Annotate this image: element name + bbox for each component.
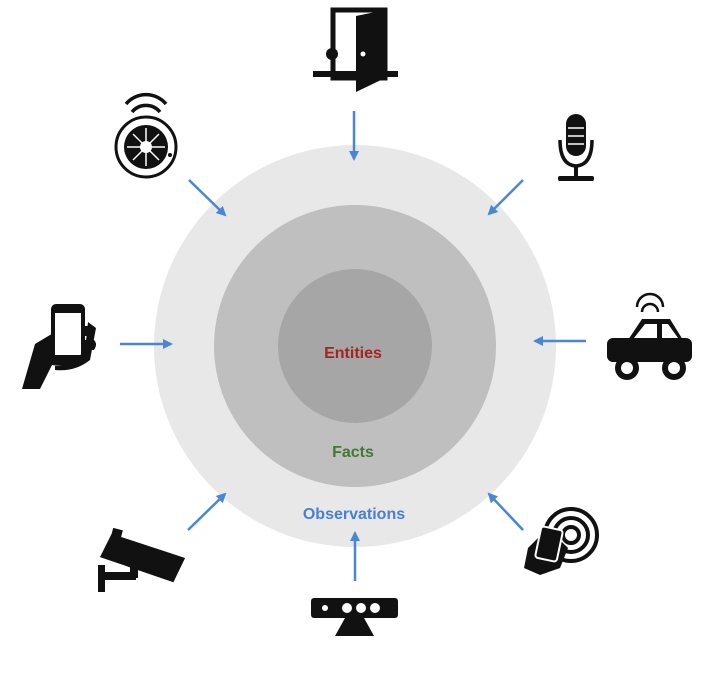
smartphone-in-hand-icon: [22, 304, 96, 389]
observations-label: Observations: [303, 506, 405, 523]
arrow-camera: [187, 492, 227, 531]
input-arrows: [120, 111, 586, 581]
facts-label: Facts: [332, 444, 374, 461]
cctv-camera-icon: [98, 527, 186, 592]
entities-core: [278, 269, 432, 423]
arrow-payment: [487, 492, 524, 531]
kinect-sensor-icon: [311, 598, 398, 636]
arrow-microphone: [487, 179, 524, 216]
arrow-thermostat: [188, 179, 227, 217]
entities-label: Entities: [324, 345, 382, 362]
microphone-icon: [558, 114, 594, 181]
door-icon: [313, 7, 398, 92]
smart-thermostat-icon: [114, 92, 178, 179]
contactless-payment-icon: [524, 507, 599, 575]
car-icon: [607, 292, 692, 380]
